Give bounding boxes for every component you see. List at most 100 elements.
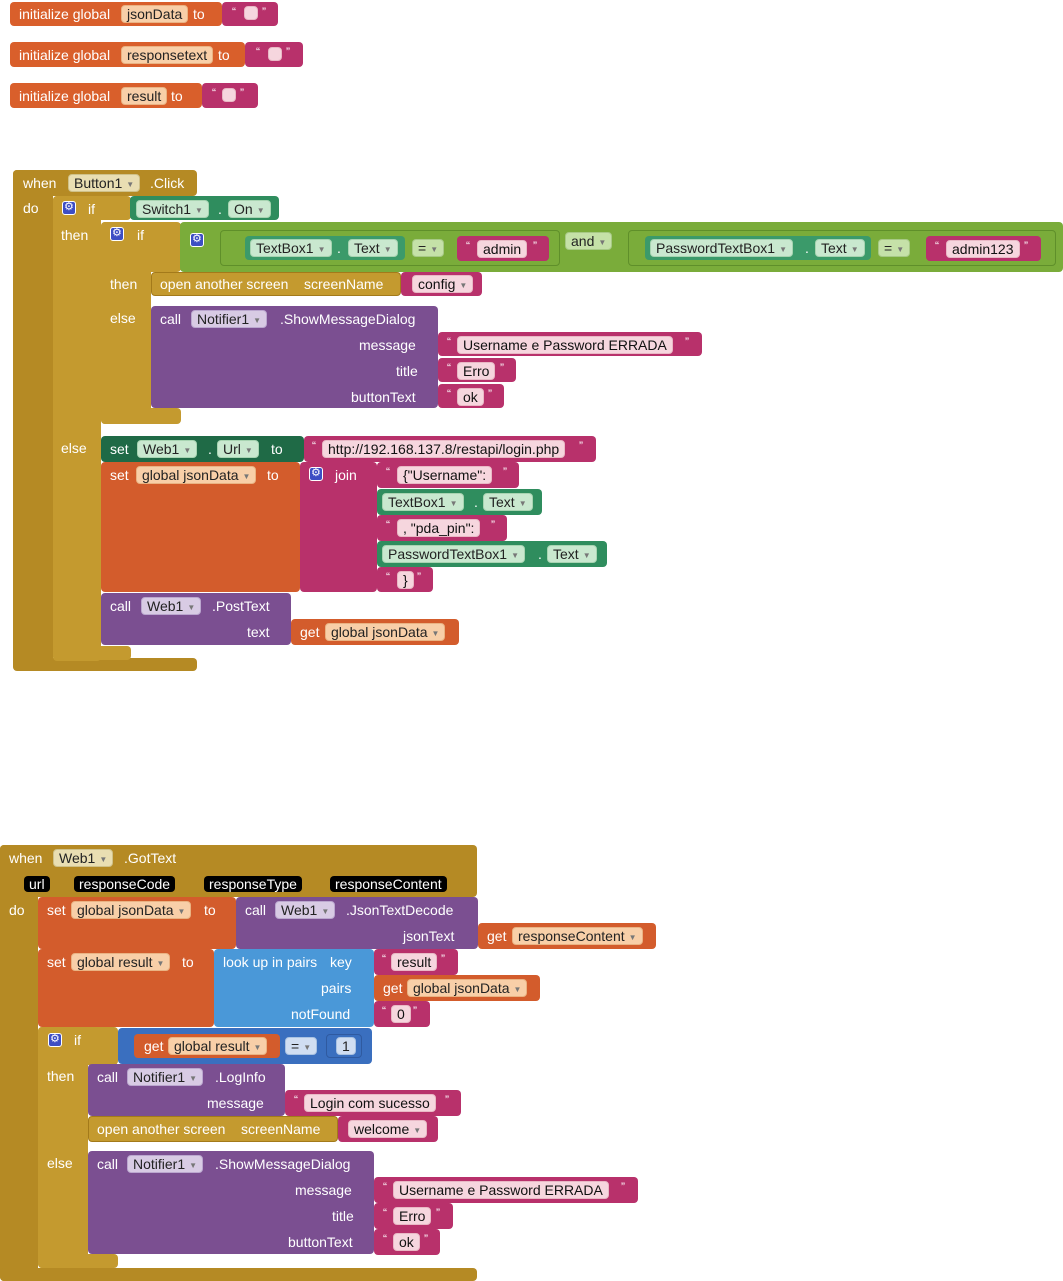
variable-dropdown[interactable]: global jsonData▼	[407, 979, 528, 997]
mutator-gear-icon[interactable]	[62, 200, 76, 215]
component-dropdown[interactable]: Web1▼	[53, 849, 114, 867]
open-another-screen-block[interactable]	[151, 272, 401, 296]
notfound-text-field[interactable]: 0	[391, 1005, 411, 1023]
variable-dropdown[interactable]: global jsonData▼	[71, 901, 192, 919]
then-label: then	[61, 227, 89, 243]
look-up-in-pairs-block[interactable]	[214, 949, 374, 1027]
close-quote-icon: ”	[533, 239, 537, 253]
empty-text-field[interactable]	[222, 88, 236, 102]
open-quote-icon: “	[256, 45, 260, 59]
call-label: call	[97, 1156, 119, 1172]
notfound-param-label: notFound	[291, 1006, 351, 1022]
passwordtextbox1-component-dropdown[interactable]: PasswordTextBox1▼	[650, 239, 793, 257]
else-label: else	[110, 310, 136, 326]
text-property-dropdown[interactable]: Text▼	[547, 545, 597, 563]
text-property-dropdown[interactable]: Text▼	[483, 493, 533, 511]
url-property-dropdown[interactable]: Url▼	[217, 440, 259, 458]
open-quote-icon: “	[232, 5, 236, 19]
set-web1-url-block[interactable]	[101, 436, 304, 462]
admin-text-field[interactable]: admin	[477, 240, 528, 258]
when-label: when	[23, 175, 57, 191]
web1-component-dropdown[interactable]: Web1▼	[275, 901, 336, 919]
message-text-field[interactable]: Username e Password ERRADA	[457, 336, 673, 354]
equals-operator-dropdown[interactable]: =▼	[412, 239, 445, 257]
mutator-gear-icon[interactable]	[110, 226, 124, 241]
variable-dropdown[interactable]: global result▼	[168, 1037, 268, 1055]
empty-text-field[interactable]	[268, 47, 282, 61]
notifier-component-dropdown[interactable]: Notifier1▼	[127, 1155, 204, 1173]
admin123-text-field[interactable]: admin123	[946, 240, 1020, 258]
notifier-component-dropdown[interactable]: Notifier1▼	[127, 1068, 204, 1086]
close-quote-icon: ”	[491, 518, 495, 532]
screen-name-dropdown[interactable]: welcome▼	[348, 1120, 428, 1138]
join-text-field-2[interactable]: , "pda_pin":	[397, 519, 481, 537]
equals-operator-dropdown[interactable]: =▼	[878, 239, 911, 257]
button-text-field[interactable]: ok	[457, 388, 484, 406]
message-param-label: message	[359, 337, 416, 353]
screen-name-dropdown[interactable]: config▼	[412, 275, 474, 293]
mutator-gear-icon[interactable]	[48, 1032, 62, 1047]
equals-operator-dropdown[interactable]: =▼	[285, 1037, 318, 1055]
method-name: .ShowMessageDialog	[215, 1156, 351, 1172]
mutator-gear-icon[interactable]	[190, 232, 204, 247]
variable-dropdown[interactable]: global jsonData▼	[325, 623, 446, 641]
open-another-screen-block[interactable]	[88, 1116, 338, 1142]
join-text-field-1[interactable]: {"Username":	[397, 466, 493, 484]
web1-component-dropdown[interactable]: Web1▼	[141, 597, 202, 615]
global-name-field[interactable]: jsonData	[121, 5, 189, 23]
notifier-component-dropdown[interactable]: Notifier1▼	[191, 310, 268, 328]
variable-dropdown[interactable]: global jsonData▼	[136, 466, 257, 484]
event-param-responsecode[interactable]: responseCode	[74, 876, 176, 892]
title-text-field[interactable]: Erro	[457, 362, 496, 380]
to-label: to	[267, 467, 279, 483]
textbox1-component-dropdown[interactable]: TextBox1▼	[250, 239, 332, 257]
title-text-field[interactable]: Erro	[393, 1207, 432, 1225]
init-global-label: initialize global	[19, 88, 111, 104]
mutator-gear-icon[interactable]	[309, 466, 323, 481]
message-text-field[interactable]: Username e Password ERRADA	[393, 1181, 609, 1199]
open-quote-icon: “	[382, 952, 386, 966]
url-text-field[interactable]: http://192.168.137.8/restapi/login.php	[322, 440, 566, 458]
open-screen-label: open another screen	[160, 276, 289, 292]
method-name: .PostText	[212, 598, 270, 614]
join-text-field-3[interactable]: }	[397, 571, 414, 589]
switch-component-dropdown[interactable]: Switch1▼	[136, 200, 209, 218]
event-param-responsetype[interactable]: responseType	[204, 876, 302, 892]
close-quote-icon: ”	[262, 5, 266, 19]
init-global-result-block[interactable]	[10, 83, 202, 108]
global-name-field[interactable]: result	[121, 87, 168, 105]
close-quote-icon: ”	[413, 1004, 417, 1018]
key-text-field[interactable]: result	[391, 953, 438, 971]
and-operator-dropdown[interactable]: and▼	[565, 232, 613, 250]
then-label: then	[47, 1068, 75, 1084]
text-property-dropdown[interactable]: Text▼	[348, 239, 398, 257]
inner-if-left-bar	[101, 222, 151, 424]
passwordtextbox1-component-dropdown[interactable]: PasswordTextBox1▼	[382, 545, 525, 563]
else-label: else	[61, 440, 87, 456]
text-property-dropdown[interactable]: Text▼	[815, 239, 865, 257]
button-text-field[interactable]: ok	[393, 1233, 420, 1251]
join-block[interactable]	[300, 462, 377, 592]
close-quote-icon: ”	[685, 335, 689, 349]
close-quote-icon: ”	[1024, 239, 1028, 253]
look-up-label: look up in pairs	[223, 954, 318, 970]
number-field[interactable]: 1	[336, 1037, 356, 1055]
empty-text-field[interactable]	[244, 6, 258, 20]
open-quote-icon: “	[447, 387, 451, 401]
textbox1-component-dropdown[interactable]: TextBox1▼	[382, 493, 464, 511]
call-label: call	[160, 311, 182, 327]
message-text-field[interactable]: Login com sucesso	[304, 1094, 436, 1112]
event-param-responsecontent[interactable]: responseContent	[330, 876, 447, 892]
if-block-left-bar	[38, 1027, 88, 1268]
web1-component-dropdown[interactable]: Web1▼	[137, 440, 198, 458]
if-label: if	[137, 227, 144, 243]
component-dropdown[interactable]: Button1▼	[68, 174, 141, 192]
dot-label: .	[474, 494, 478, 510]
method-name: .JsonTextDecode	[346, 902, 454, 918]
close-quote-icon: ”	[488, 387, 492, 401]
event-param-url[interactable]: url	[24, 876, 50, 892]
switch-property-dropdown[interactable]: On▼	[228, 200, 271, 218]
variable-dropdown[interactable]: global result▼	[71, 953, 171, 971]
global-name-field[interactable]: responsetext	[121, 46, 214, 64]
variable-dropdown[interactable]: responseContent▼	[512, 927, 643, 945]
